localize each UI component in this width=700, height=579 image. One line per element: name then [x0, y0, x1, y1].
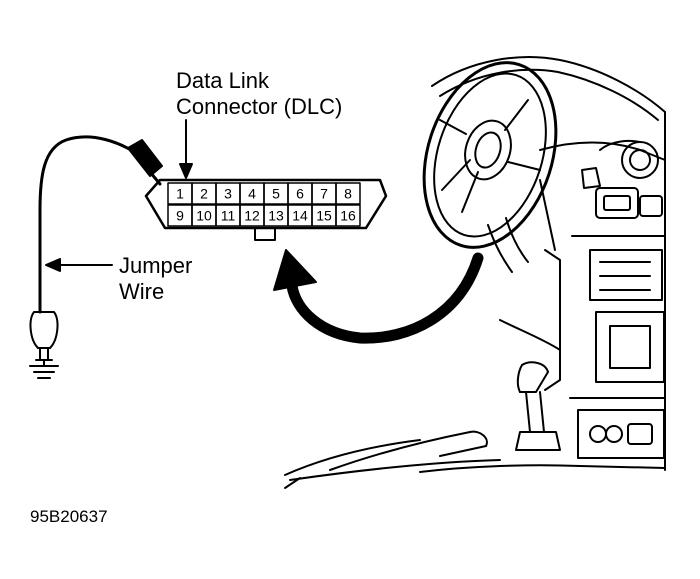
pin-number: 14: [292, 208, 308, 224]
pin-number: 10: [196, 208, 212, 224]
pin-number: 3: [224, 186, 232, 202]
figure-id: 95B20637: [30, 507, 108, 526]
pin-cell: [335, 204, 361, 227]
pin-number: 15: [316, 208, 332, 224]
pin-cell: [335, 182, 361, 205]
jumper-label-line2: Wire: [119, 279, 165, 304]
pin-number: 8: [344, 186, 352, 202]
jumper-label-line1: Jumper: [119, 253, 193, 278]
dlc-label-line2: Connector (DLC): [176, 94, 343, 119]
vehicle-interior-drawing: [284, 56, 666, 489]
pin-number: 11: [221, 208, 236, 224]
dlc-label-line1: Data Link: [176, 68, 269, 93]
pin-number: 4: [248, 186, 256, 202]
pin-number: 16: [340, 208, 356, 224]
pin-number: 1: [176, 186, 184, 202]
dlc-connector: [144, 178, 388, 241]
dlc-pointer-icon: [179, 119, 193, 179]
jumper-wire: [29, 135, 163, 379]
pin-number: 2: [200, 186, 208, 202]
pin-number: 6: [296, 186, 304, 202]
pin-number: 7: [320, 186, 328, 202]
pin-number: 9: [176, 208, 184, 224]
pin-number: 12: [244, 208, 260, 224]
pin-number: 5: [272, 186, 280, 202]
pin-number: 13: [268, 208, 284, 224]
curved-arrow-icon: [273, 249, 484, 344]
jumper-pointer-icon: [45, 258, 113, 272]
